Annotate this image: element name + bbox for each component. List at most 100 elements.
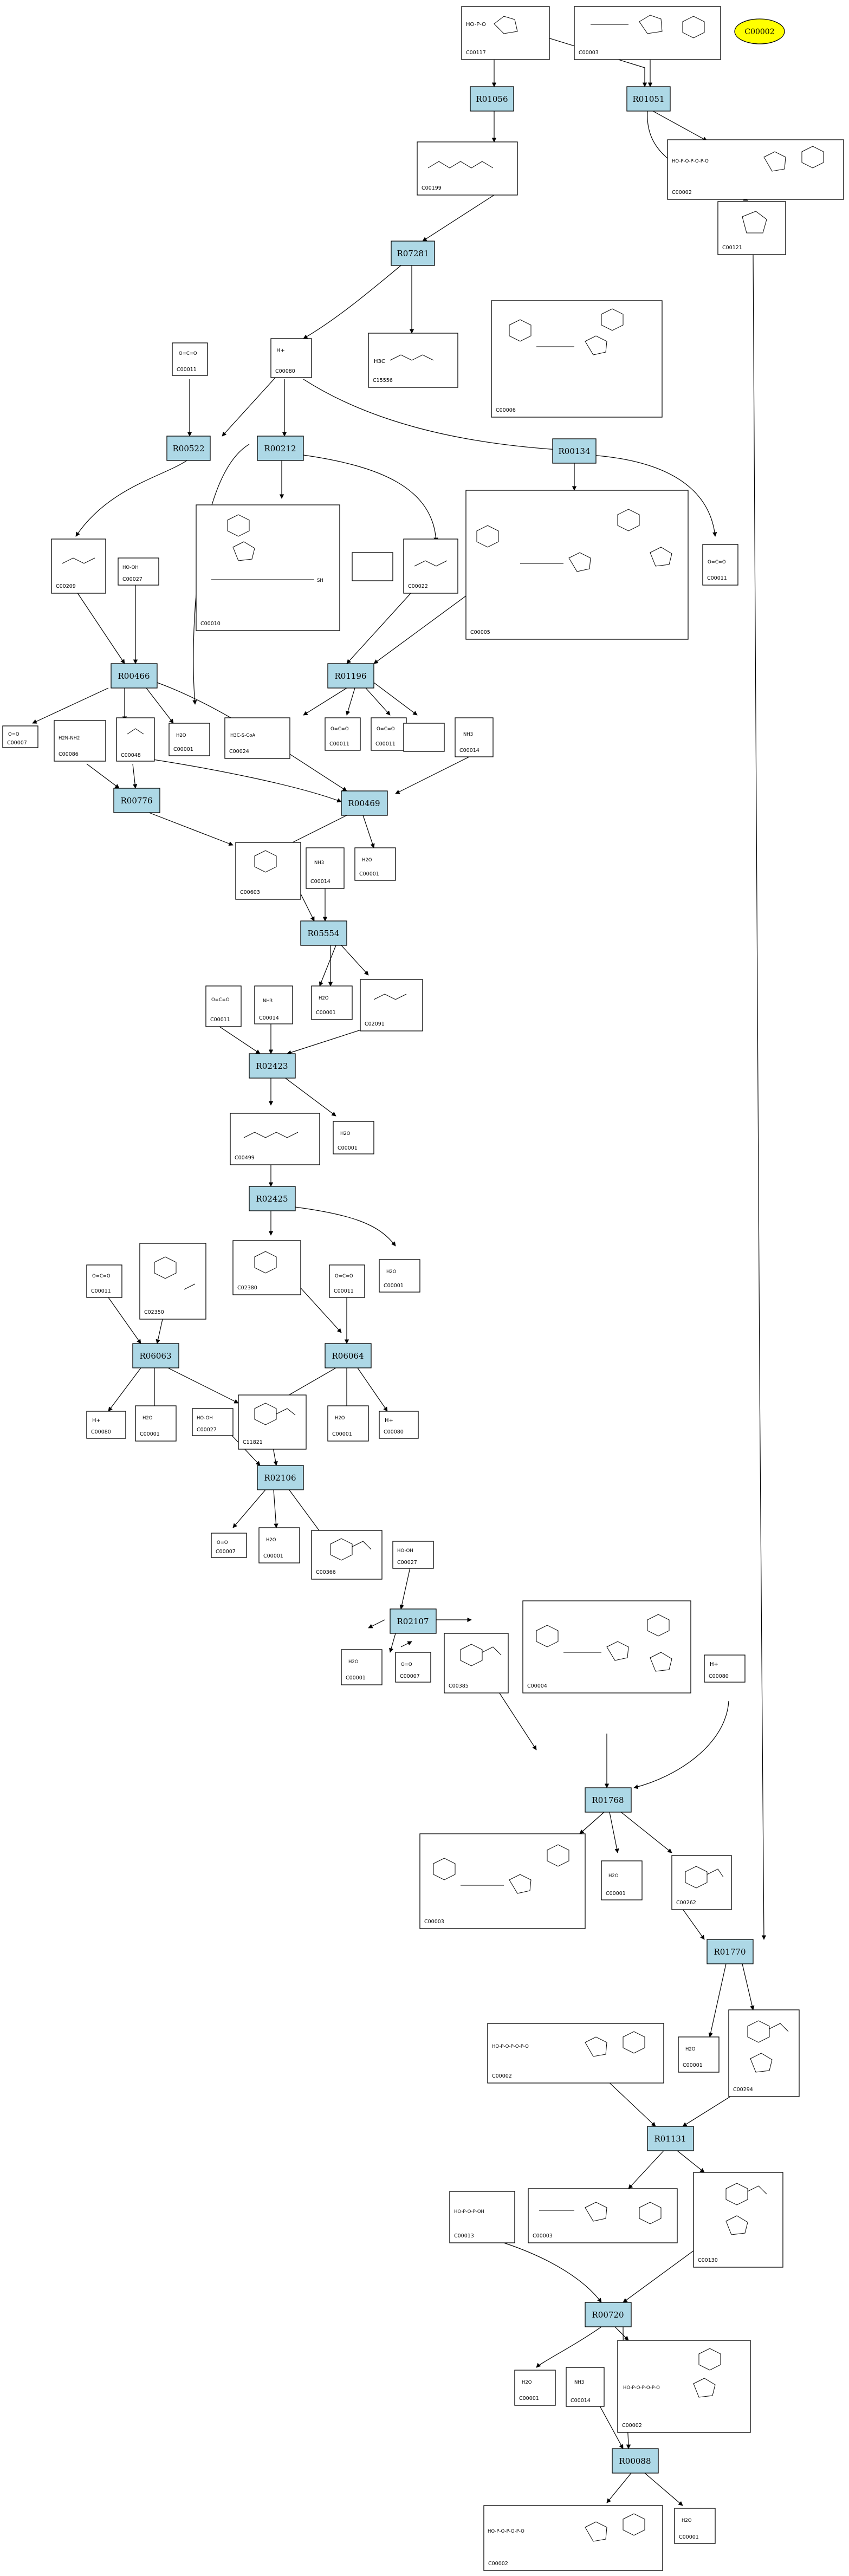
compound-id: C00001 bbox=[263, 1553, 283, 1559]
compound-C00022[interactable]: C00022 bbox=[403, 538, 458, 594]
compound-C00011-g[interactable]: O=C=O C00011 bbox=[329, 1264, 365, 1298]
compound-C00001-h[interactable]: H2O C00001 bbox=[258, 1527, 300, 1563]
compound-C00121[interactable]: C00121 bbox=[717, 201, 786, 255]
compound-C00013[interactable]: HO-P-O-P-OH C00013 bbox=[449, 2191, 515, 2243]
compound-C00001-d[interactable]: H2O C00001 bbox=[333, 1121, 374, 1154]
compound-C00001-b[interactable]: H2O C00001 bbox=[354, 847, 396, 881]
compound-C00003-c[interactable]: C00003 bbox=[528, 2188, 678, 2243]
compound-C00003-b[interactable]: C00003 bbox=[419, 1833, 586, 1929]
compound-C02350[interactable]: C02350 bbox=[139, 1243, 206, 1320]
reaction-R00212[interactable]: R00212 bbox=[257, 436, 304, 461]
reaction-R07281[interactable]: R07281 bbox=[391, 241, 435, 266]
compound-C00024[interactable]: H3C-S-CoA C00024 bbox=[224, 717, 290, 759]
reaction-R01768[interactable]: R01768 bbox=[585, 1787, 632, 1813]
reaction-R01196[interactable]: R01196 bbox=[327, 663, 374, 689]
reaction-R00522[interactable]: R00522 bbox=[166, 436, 211, 461]
compound-C00001-a[interactable]: H2O C00001 bbox=[168, 723, 210, 756]
compound-id: C11821 bbox=[243, 1439, 263, 1445]
compound-C00080-b[interactable]: H+ C00080 bbox=[86, 1411, 126, 1439]
compound-C00294[interactable]: C00294 bbox=[728, 2009, 800, 2097]
reaction-R02106[interactable]: R02106 bbox=[257, 1465, 304, 1490]
compound-C00130[interactable]: C00130 bbox=[693, 2172, 783, 2268]
compound-C00002-b[interactable]: HO-P-O-P-O-P-O C00002 bbox=[487, 2023, 664, 2084]
compound-C00011-a[interactable]: O=C=O C00011 bbox=[172, 342, 208, 376]
compound-C00011-c[interactable]: O=C=O C00011 bbox=[325, 717, 361, 751]
compound-id: C00027 bbox=[197, 1427, 217, 1433]
compound-C00003[interactable]: C00003 bbox=[574, 6, 721, 60]
compound-C00014-d[interactable]: NH3 C00014 bbox=[566, 2367, 605, 2407]
reaction-R02425[interactable]: R02425 bbox=[249, 1186, 296, 1211]
reaction-R00134[interactable]: R00134 bbox=[552, 438, 597, 464]
compound-C00603[interactable]: C00603 bbox=[235, 842, 301, 900]
compound-C00002-a[interactable]: HO-P-O-P-O-P-O C00002 bbox=[667, 139, 844, 200]
highlight-label: C00002 bbox=[744, 28, 774, 36]
reaction-R00469[interactable]: R00469 bbox=[341, 790, 388, 816]
compound-id: C00006 bbox=[496, 407, 516, 413]
compound-C00080-a[interactable]: H+ C00080 bbox=[270, 338, 312, 378]
highlight-compound[interactable]: C00002 bbox=[734, 18, 785, 44]
empty-node-b[interactable] bbox=[403, 723, 445, 752]
compound-C00001-m[interactable]: H2O C00001 bbox=[674, 2508, 716, 2544]
compound-C00385[interactable]: C00385 bbox=[444, 1633, 509, 1693]
compound-C11821[interactable]: C11821 bbox=[238, 1394, 307, 1450]
compound-C00014-c[interactable]: NH3 C00014 bbox=[254, 985, 293, 1024]
reaction-R05554[interactable]: R05554 bbox=[300, 920, 347, 946]
compound-C00262[interactable]: C00262 bbox=[671, 1855, 732, 1910]
compound-C00002-c[interactable]: HO-P-O-P-O-P-O C00002 bbox=[617, 2340, 751, 2433]
compound-C00001-c[interactable]: H2O C00001 bbox=[311, 985, 353, 1020]
compound-C00007-b[interactable]: O=O C00007 bbox=[211, 1533, 247, 1558]
reaction-R01770[interactable]: R01770 bbox=[707, 1939, 754, 1964]
compound-C00048[interactable]: C00048 bbox=[116, 717, 155, 762]
reaction-R00466[interactable]: R00466 bbox=[111, 663, 158, 689]
compound-C00086[interactable]: H2N-NH2 C00086 bbox=[54, 720, 106, 762]
compound-C00001-e[interactable]: H2O C00001 bbox=[379, 1259, 420, 1293]
compound-C00014-b[interactable]: NH3 C00014 bbox=[306, 847, 345, 889]
compound-C00011-f[interactable]: O=C=O C00011 bbox=[86, 1264, 122, 1298]
compound-C00001-k[interactable]: H2O C00001 bbox=[678, 2036, 720, 2073]
reaction-R06064[interactable]: R06064 bbox=[325, 1343, 372, 1368]
compound-C00001-f[interactable]: H2O C00001 bbox=[135, 1405, 177, 1442]
compound-C00001-i[interactable]: H2O C00001 bbox=[341, 1649, 383, 1685]
compound-C00001-j[interactable]: H2O C00001 bbox=[601, 1860, 643, 1900]
compound-C15556[interactable]: H3C C15556 bbox=[368, 333, 458, 388]
compound-C00117[interactable]: HO-P-O C00117 bbox=[461, 6, 550, 60]
compound-C00007-c[interactable]: O=O C00007 bbox=[395, 1652, 431, 1683]
reaction-R01056[interactable]: R01056 bbox=[470, 86, 514, 112]
compound-formula: HO-OH bbox=[397, 1548, 413, 1554]
compound-C00027-b[interactable]: HO-OH C00027 bbox=[192, 1408, 234, 1436]
compound-C00011-d[interactable]: O=C=O C00011 bbox=[371, 717, 407, 751]
compound-id: C00001 bbox=[338, 1145, 358, 1151]
compound-C00080-d[interactable]: H+ C00080 bbox=[704, 1654, 746, 1683]
compound-C00499[interactable]: C00499 bbox=[230, 1113, 320, 1165]
compound-C02091[interactable]: C02091 bbox=[360, 979, 423, 1031]
compound-C00027-c[interactable]: HO-OH C00027 bbox=[392, 1541, 434, 1569]
compound-C00209[interactable]: C00209 bbox=[51, 538, 106, 594]
compound-C00006[interactable]: C00006 bbox=[491, 300, 663, 418]
reaction-R06063[interactable]: R06063 bbox=[132, 1343, 179, 1368]
compound-C00004[interactable]: C00004 bbox=[522, 1600, 691, 1693]
reaction-R02107[interactable]: R02107 bbox=[390, 1608, 437, 1634]
reaction-label: R01056 bbox=[476, 94, 508, 104]
empty-node-a[interactable] bbox=[352, 552, 393, 581]
compound-C00005[interactable]: C00005 bbox=[465, 490, 689, 640]
reaction-R00088[interactable]: R00088 bbox=[612, 2448, 659, 2474]
compound-formula: H2O bbox=[608, 1873, 619, 1879]
compound-C00001-l[interactable]: H2O C00001 bbox=[514, 2370, 556, 2406]
compound-C00010[interactable]: SH C00010 bbox=[196, 504, 340, 631]
compound-C00366[interactable]: C00366 bbox=[311, 1530, 383, 1580]
compound-C00027-a[interactable]: HO-OH C00027 bbox=[118, 557, 159, 586]
reaction-R01051[interactable]: R01051 bbox=[626, 86, 671, 112]
compound-C00001-g[interactable]: H2O C00001 bbox=[327, 1405, 369, 1442]
compound-C00007-a[interactable]: O=O C00007 bbox=[2, 725, 38, 748]
compound-C02380[interactable]: C02380 bbox=[232, 1240, 301, 1295]
reaction-R00720[interactable]: R00720 bbox=[585, 2302, 632, 2327]
compound-C00002-d[interactable]: HO-P-O-P-O-P-O C00002 bbox=[483, 2505, 663, 2571]
compound-C00014-a[interactable]: NH3 C00014 bbox=[455, 717, 494, 757]
compound-C00011-e[interactable]: O=C=O C00011 bbox=[205, 985, 242, 1027]
compound-C00011-b[interactable]: O=C=O C00011 bbox=[702, 544, 738, 586]
compound-C00199[interactable]: C00199 bbox=[417, 141, 518, 196]
reaction-R00776[interactable]: R00776 bbox=[113, 788, 160, 813]
reaction-R01131[interactable]: R01131 bbox=[647, 2126, 694, 2151]
compound-C00080-c[interactable]: H+ C00080 bbox=[379, 1411, 419, 1439]
reaction-R02423[interactable]: R02423 bbox=[249, 1053, 296, 1079]
